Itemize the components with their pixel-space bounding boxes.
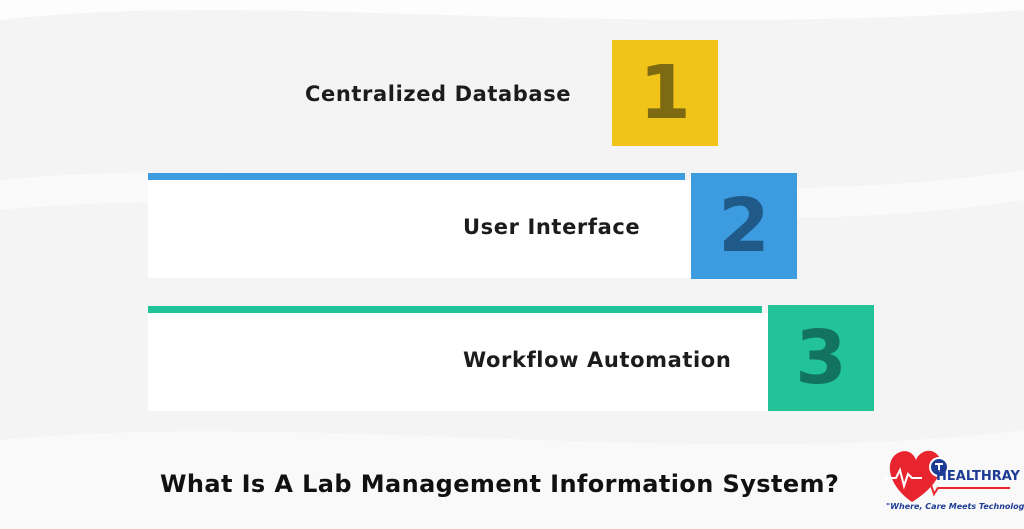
heart-pulse-icon	[884, 450, 1010, 502]
step-panel-3	[148, 313, 768, 411]
step-panel-2	[148, 180, 691, 278]
step-number-box-1: 1	[612, 40, 718, 146]
step-number-1: 1	[639, 50, 691, 136]
step-number-2: 2	[718, 183, 770, 269]
step-label-2: User Interface	[463, 215, 641, 239]
logo-name: HEALTHRAY	[936, 469, 1020, 484]
step-label-3: Workflow Automation	[463, 348, 732, 372]
step-divider-2	[148, 173, 685, 180]
logo-tagline: "Where, Care Meets Technology"	[886, 502, 1024, 511]
step-number-box-2: 2	[691, 173, 797, 279]
step-number-box-3: 3	[768, 305, 874, 411]
step-label-1: Centralized Database	[305, 82, 572, 106]
step-divider-3	[148, 306, 762, 313]
page-title: What Is A Lab Management Information Sys…	[160, 470, 840, 498]
step-number-3: 3	[795, 315, 847, 401]
